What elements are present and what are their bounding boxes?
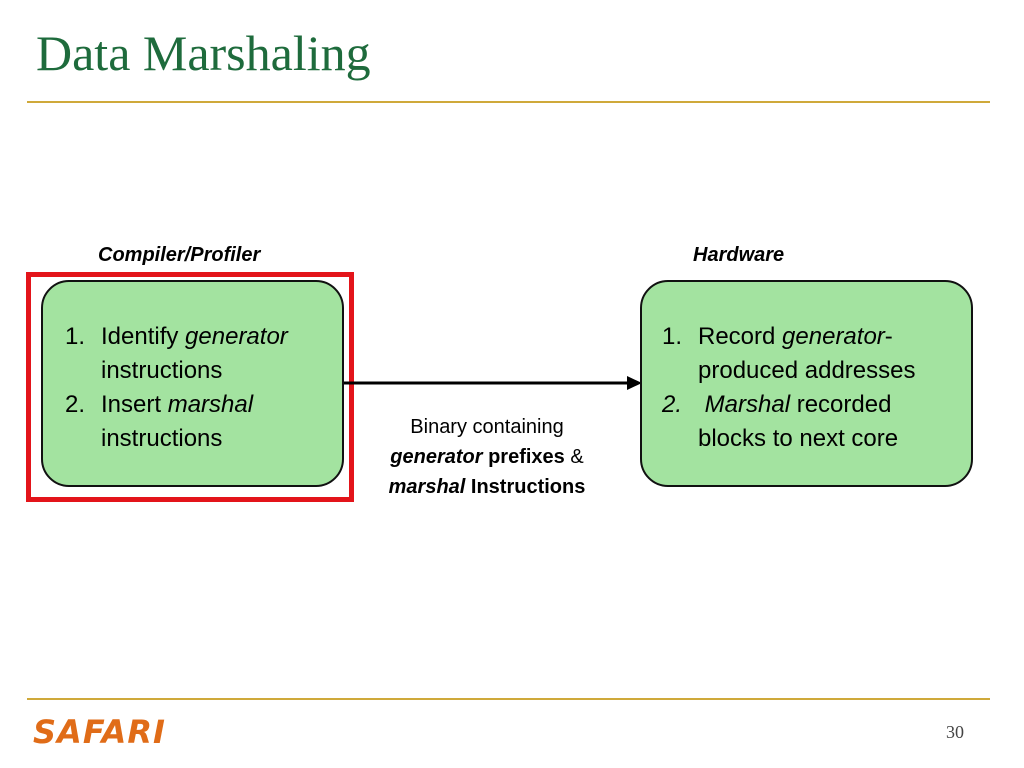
compiler-profiler-label: Compiler/Profiler	[98, 244, 261, 266]
step-number: 2.	[662, 391, 683, 418]
step-text: Insert	[101, 391, 168, 418]
step-emphasis: generator	[782, 323, 885, 350]
bottom-rule	[27, 698, 990, 700]
step-emphasis: generator	[185, 323, 288, 350]
step-text: Record	[698, 323, 783, 350]
flow-arrow	[344, 376, 642, 390]
step-number: 1.	[65, 323, 86, 350]
hardware-step-1: 1. Record generator-produced addresses	[662, 320, 971, 388]
step-text: Identify	[101, 323, 186, 350]
step-emphasis: marshal	[167, 391, 254, 418]
hardware-box: 1. Record generator-produced addresses 2…	[640, 280, 973, 487]
hardware-label: Hardware	[693, 244, 785, 266]
step-text-line2: blocks to next core	[698, 425, 899, 452]
compiler-box: 1. Identify generator instructions 2. Ins…	[41, 280, 344, 487]
hardware-step-2: 2. Marshal recorded blocks to next core	[662, 388, 971, 456]
highlight-frame	[26, 272, 354, 502]
caption-line-1: Binary containing	[410, 416, 564, 438]
arrow-caption: Binary containing generator prefixes & m…	[356, 412, 618, 502]
step-text-line2: produced addresses	[698, 357, 916, 384]
step-number: 2.	[65, 391, 86, 418]
slide-title: Data Marshaling	[36, 25, 371, 81]
caption-line-2: generator prefixes &	[390, 446, 584, 468]
compiler-step-2: 2. Insert marshal instructions	[65, 388, 342, 456]
compiler-step-1: 1. Identify generator instructions	[65, 320, 342, 388]
compiler-steps-list: 1. Identify generator instructions 2. Ins…	[65, 320, 342, 456]
caption-line-3: marshal Instructions	[388, 476, 586, 498]
step-emphasis: Marshal	[704, 391, 791, 418]
top-rule	[27, 101, 990, 103]
step-text-line2: instructions	[101, 357, 223, 384]
step-text-line2: instructions	[101, 425, 223, 452]
step-number: 1.	[662, 323, 683, 350]
page-number: 30	[946, 722, 964, 742]
hardware-steps-list: 1. Record generator-produced addresses 2…	[662, 320, 971, 456]
safari-logo: SAFARI	[33, 713, 166, 751]
step-text: recorded	[790, 391, 892, 418]
